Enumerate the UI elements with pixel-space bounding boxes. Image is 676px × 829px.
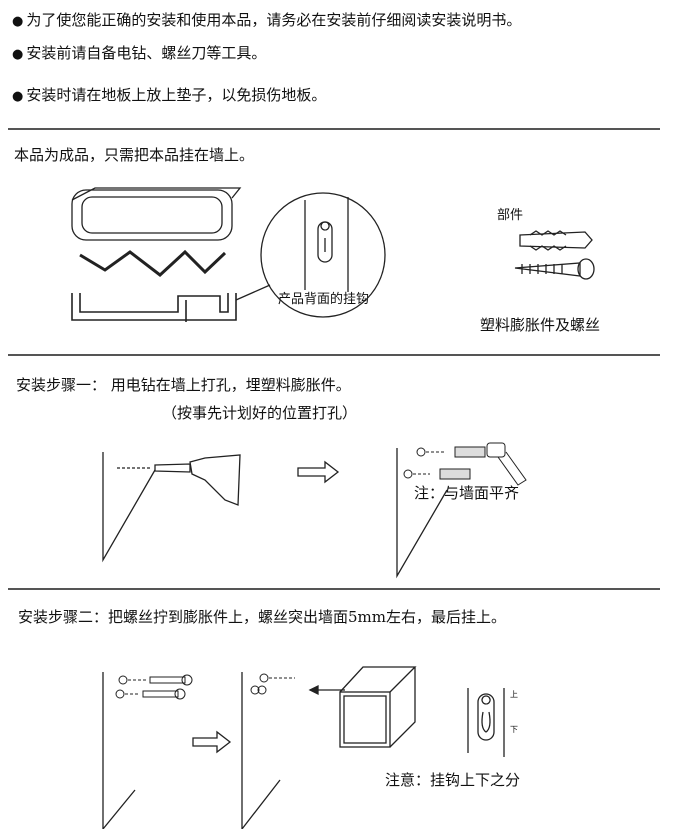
zigzag-shelf-illustration [79, 249, 227, 277]
note-2: 安装前请自备电钻、螺丝刀等工具。 [12, 44, 266, 64]
step1-note: 注：与墙面平齐 [414, 484, 520, 502]
step2-note: 注意：挂钩上下之分 [385, 771, 521, 789]
up-label: 上 [510, 690, 518, 699]
anchor-insert-illustration [403, 442, 527, 486]
note-1: 为了使您能正确的安装和使用本品，请务必在安装前仔细阅读安装说明书。 [12, 11, 521, 31]
screw-insert-illustration [115, 673, 295, 700]
arrow-right-icon [297, 460, 340, 484]
divider [8, 128, 660, 130]
step1-title: 安装步骤一： 用电钻在墙上打孔，埋塑料膨胀件。 [16, 376, 351, 394]
parts-label: 塑料膨胀件及螺丝 [480, 316, 601, 334]
down-label: 下 [510, 725, 518, 734]
anchor-screw-illustration [514, 230, 595, 280]
wall-illustration [102, 672, 136, 829]
note-3: 安装时请在地板上放上垫子，以免损伤地板。 [12, 86, 326, 106]
product-intro: 本品为成品，只需把本品挂在墙上。 [14, 146, 255, 164]
wall-illustration [102, 452, 156, 563]
shelf-box-illustration [71, 187, 242, 241]
drill-illustration [117, 454, 241, 506]
parts-title: 部件 [497, 208, 524, 223]
hook-zoom-circle [260, 192, 386, 318]
step2-title: 安装步骤二：把螺丝拧到膨胀件上，螺丝突出墙面5mm左右，最后挂上。 [18, 608, 506, 626]
divider [8, 588, 660, 590]
wall-illustration [241, 672, 281, 829]
arrow-right-icon [192, 730, 232, 754]
cube-shelf-illustration [339, 666, 417, 748]
step1-hint: （按事先计划好的位置打孔） [162, 404, 358, 422]
hook-orientation-illustration [467, 688, 505, 757]
wall-illustration [396, 448, 448, 579]
u-shelf-illustration [71, 293, 237, 322]
divider [8, 354, 660, 356]
hook-label: 产品背面的挂钩 [278, 292, 370, 307]
